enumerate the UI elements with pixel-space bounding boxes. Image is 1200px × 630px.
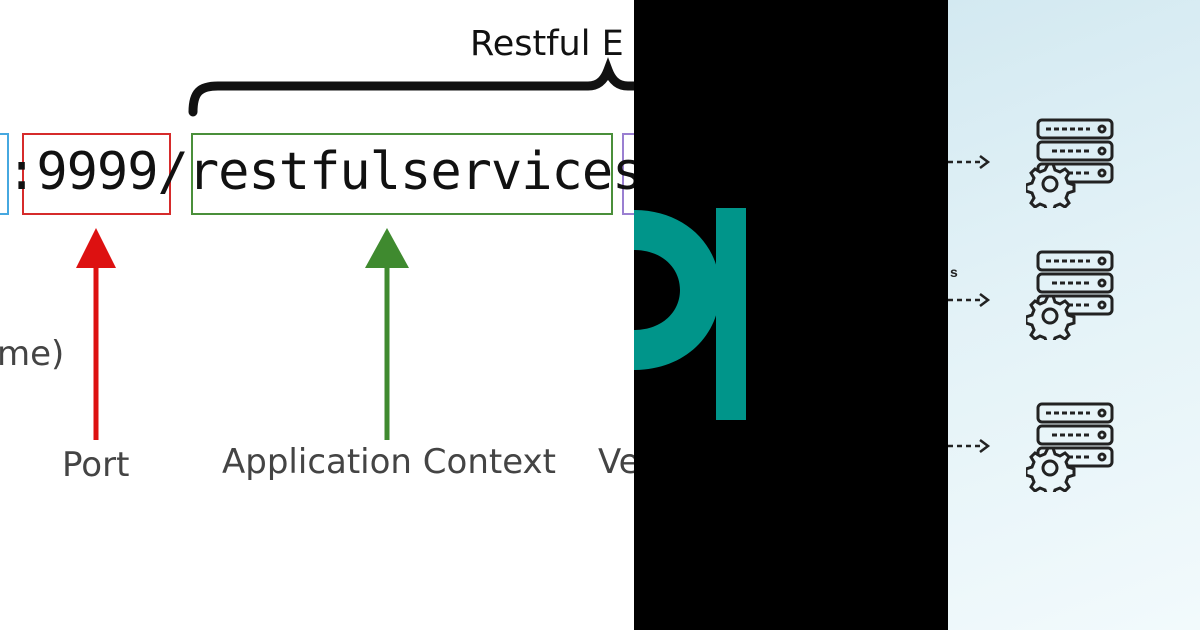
context-box	[191, 133, 613, 215]
port-box	[22, 133, 171, 215]
api-logo-fragment	[634, 208, 746, 420]
row-label-fragment: s	[950, 264, 958, 280]
logo-p-bowl	[634, 210, 720, 370]
dashed-arrow-icon	[948, 293, 991, 307]
curly-brace	[188, 57, 634, 117]
url-colon: :	[6, 142, 37, 202]
port-label: Port	[62, 445, 130, 485]
dashed-arrow-icon	[948, 155, 991, 169]
context-arrow-head	[365, 228, 409, 268]
server-row-3	[948, 402, 1200, 502]
url-context: restfulservices	[187, 142, 634, 202]
version-box	[622, 133, 634, 215]
url-diagram-panel: Restful E :9999/restfulservices/ me) Por…	[0, 24, 634, 485]
logo-panel	[634, 0, 948, 630]
server-gear-icon	[1026, 118, 1114, 208]
server-row-2: s	[948, 250, 1200, 350]
url-sep-1: /	[157, 142, 189, 202]
context-label: Application Context	[222, 442, 556, 482]
host-box	[0, 133, 9, 215]
logo-i-bar	[716, 208, 746, 420]
port-arrow-head	[76, 228, 116, 268]
server-gear-icon	[1026, 250, 1114, 340]
servers-panel: s	[948, 0, 1200, 630]
dashed-arrow-icon	[948, 439, 991, 453]
server-row-1	[948, 118, 1200, 218]
server-gear-icon	[1026, 402, 1114, 492]
url-text: :9999/restfulservices/	[6, 142, 634, 202]
host-label-fragment: me)	[0, 334, 65, 374]
version-label-fragment: Ve	[598, 442, 634, 482]
brace-title: Restful E	[470, 24, 624, 64]
brace-and-arrows	[76, 57, 634, 440]
url-port: 9999	[36, 142, 158, 202]
